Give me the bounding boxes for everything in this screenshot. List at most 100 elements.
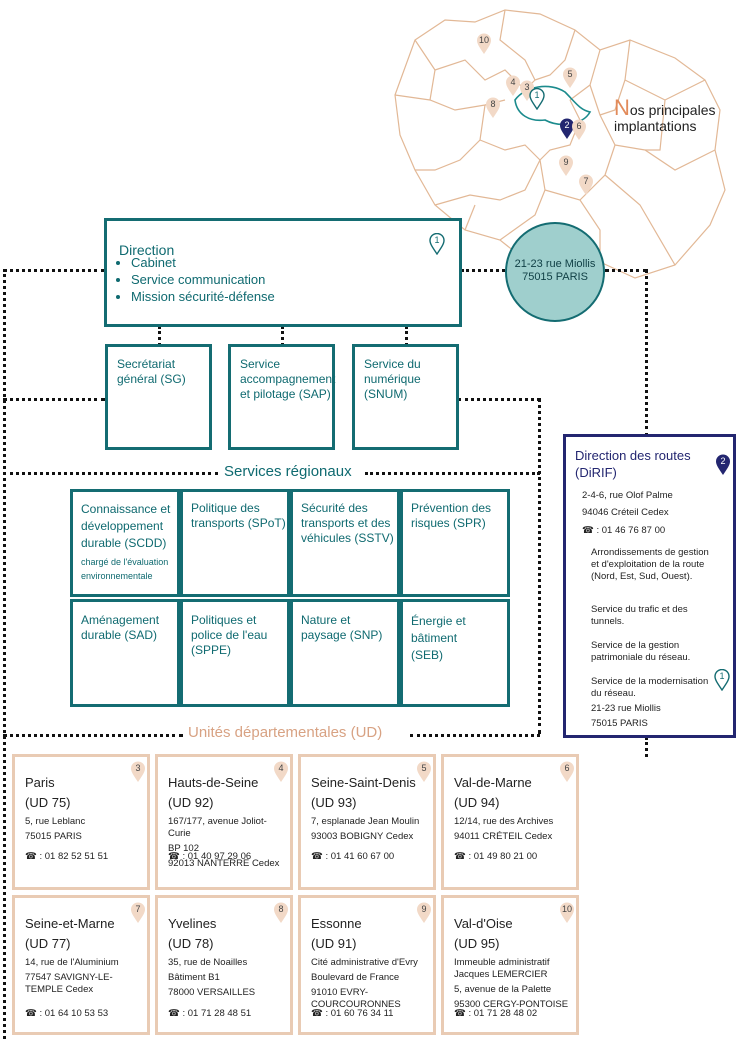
ud-name: Seine-Saint-Denis <box>311 775 416 790</box>
map-legend: Nos principales implantations <box>614 97 746 135</box>
ud-address-line: 95300 CERGY-PONTOISE <box>454 999 569 1010</box>
connector <box>3 472 218 475</box>
ud-code: (UD 91) <box>311 936 357 951</box>
regional-cell-seb: Énergie et bâtiment (SEB) <box>400 599 510 707</box>
ud-phone: ☎ : 01 60 76 34 11 <box>311 1008 394 1019</box>
ud-address-line: Bâtiment B1 <box>168 972 220 983</box>
service-sap: Service accompagnement et pilotage (SAP) <box>228 344 335 450</box>
map-pin-4: 4 <box>505 75 521 97</box>
phone-icon: ☎ <box>168 1008 183 1019</box>
ud-address-line: 167/177, avenue Joliot-Curie <box>168 816 267 839</box>
ud-address-line: 35, rue de Noailles <box>168 957 248 968</box>
ud-address-line: 78000 VERSAILLES <box>168 987 256 998</box>
dirif-pin-1: 1 <box>714 669 730 691</box>
ud-pin: 9 <box>416 902 432 924</box>
ud-phone: ☎ : 01 71 28 48 02 <box>454 1008 538 1019</box>
dirif-addr3: 21-23 rue Miollis <box>591 703 661 714</box>
connector <box>605 269 647 272</box>
ud-pin: 7 <box>130 902 146 924</box>
direction-item: Cabinet <box>131 254 275 271</box>
ud-code: (UD 94) <box>454 795 500 810</box>
ud-name: Hauts-de-Seine <box>168 775 259 790</box>
dirif-title-line1: Direction des routes <box>575 448 691 463</box>
service-label: Service du numérique (SNUM) <box>364 357 421 401</box>
map-pin-10: 10 <box>476 33 492 55</box>
phone-icon: ☎ <box>582 525 597 536</box>
map-pin-6: 6 <box>571 119 587 141</box>
dirif-pin-2: 2 <box>715 454 731 476</box>
phone-icon: ☎ <box>311 851 326 862</box>
map-pin-2: 2 <box>559 118 575 140</box>
ud-code: (UD 77) <box>25 936 71 951</box>
hq-address-line2: 75015 PARIS <box>522 271 588 283</box>
connector <box>3 269 105 272</box>
regional-label: Sécurité des transports et des véhicules… <box>301 501 394 545</box>
regional-label: Politique des transports (SPoT) <box>191 501 286 530</box>
regional-label: Politiques et police de l'eau (SPPE) <box>191 613 268 657</box>
ud-code: (UD 78) <box>168 936 214 951</box>
ud-address-line: 5, avenue de la Palette <box>454 984 552 995</box>
ud-phone: ☎ : 01 49 80 21 00 <box>454 851 538 862</box>
regional-cell-spot: Politique des transports (SPoT) <box>180 489 290 597</box>
ud-address-line: 7, esplanade Jean Moulin <box>311 816 420 827</box>
ud-address: Immeuble administratif Jacques LEMERCIER… <box>454 957 572 1014</box>
dirif-addr4: 75015 PARIS <box>591 718 648 729</box>
direction-pin: 1 <box>429 233 445 255</box>
map-pin-5: 5 <box>562 67 578 89</box>
ud-address-line: Cité administrative d'Evry <box>311 957 418 968</box>
ud-address-line: 14, rue de l'Aluminium <box>25 957 119 968</box>
phone-icon: ☎ <box>25 851 40 862</box>
map-pin-1: 1 <box>529 88 545 110</box>
regional-cell-snp: Nature et paysage (SNP) <box>290 599 400 707</box>
phone-icon: ☎ <box>25 1008 40 1019</box>
ud-pin: 3 <box>130 761 146 783</box>
dirif-phone: ☎ : 01 46 76 87 00 <box>582 525 666 536</box>
ud-pin: 6 <box>559 761 575 783</box>
regional-label: Prévention des risques (SPR) <box>411 501 492 530</box>
regional-cell-sad: Aménagement durable (SAD) <box>70 599 180 707</box>
hq-address-line1: 21-23 rue Miollis <box>514 258 596 270</box>
connector <box>3 734 183 737</box>
ud-code: (UD 92) <box>168 795 214 810</box>
ud-code: (UD 93) <box>311 795 357 810</box>
ile-de-france-map: 10 5 4 3 1 8 2 6 9 7 <box>375 0 750 290</box>
ud-pin: 5 <box>416 761 432 783</box>
map-pin-3: 3 <box>519 80 535 102</box>
phone-icon: ☎ <box>311 1008 326 1019</box>
direction-title: Direction <box>119 242 175 258</box>
ud-name: Val-de-Marne <box>454 775 532 790</box>
connector <box>281 326 284 346</box>
ud-address-line: 5, rue Leblanc <box>25 816 86 827</box>
dirif-box: Direction des routes (DiRIF) 2 2-4-6, ru… <box>563 434 736 738</box>
regional-label: Connaissance et développement durable (S… <box>81 502 171 550</box>
connector <box>3 398 105 401</box>
dirif-service-4: Service de la modernisation du réseau. <box>591 676 709 699</box>
connector <box>645 737 648 757</box>
connector <box>365 472 540 475</box>
phone-icon: ☎ <box>454 1008 469 1019</box>
dirif-title-line2: (DiRIF) <box>575 465 617 480</box>
connector <box>410 734 540 737</box>
ud-address-line: 92013 NANTERRE Cedex <box>168 858 280 869</box>
legend-line2: implantations <box>614 118 697 134</box>
regional-label: Énergie et bâtiment (SEB) <box>411 614 466 662</box>
direction-item: Service communication <box>131 271 275 288</box>
direction-box: Direction Cabinet Service communication … <box>104 218 462 327</box>
ud-address-line: BP 102 <box>168 843 199 854</box>
hq-address-circle: 21-23 rue Miollis 75015 PARIS <box>505 222 605 322</box>
map-pin-7: 7 <box>578 174 594 196</box>
regional-label: Aménagement durable (SAD) <box>81 613 160 642</box>
ud-name: Seine-et-Marne <box>25 916 115 931</box>
regional-label: Nature et paysage (SNP) <box>301 613 383 642</box>
dirif-addr1: 2-4-6, rue Olof Palme <box>582 490 673 501</box>
